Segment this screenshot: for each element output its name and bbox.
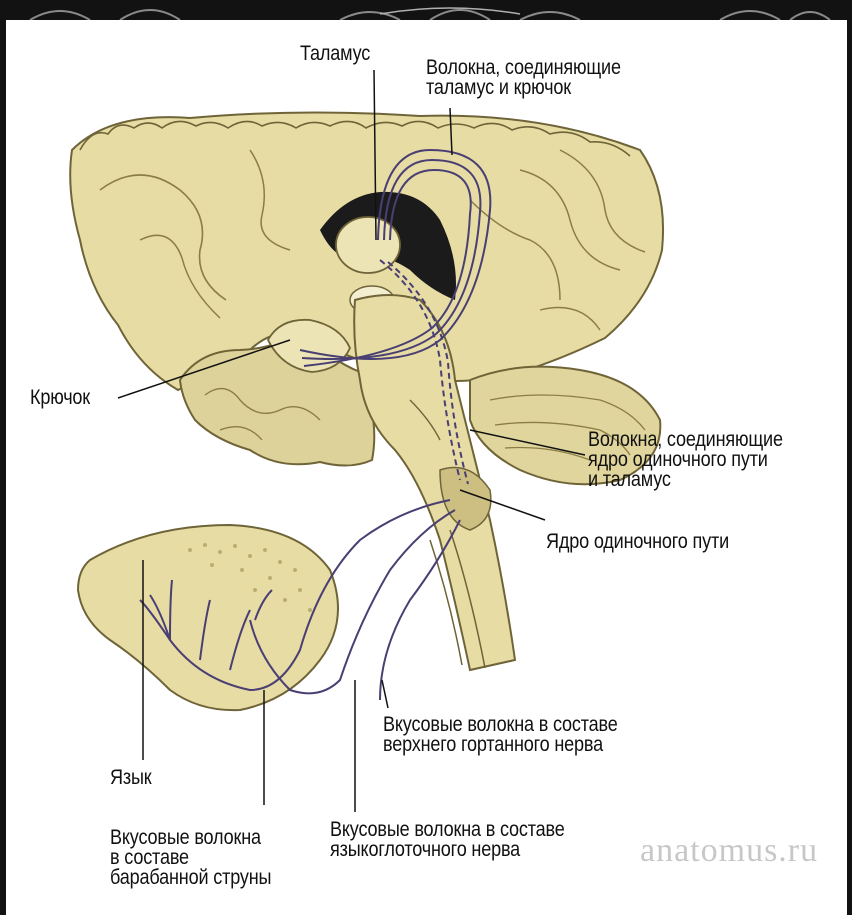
label-fibers-chorda: Вкусовые волокна в составе барабанной ст…: [110, 828, 271, 888]
label-fibers-thalamus-uncus: Волокна, соединяющие таламус и крючок: [426, 58, 621, 98]
label-tongue: Язык: [110, 768, 152, 788]
leader-laryngeal: [382, 680, 388, 708]
label-fibers-nucleus-thalamus: Волокна, соединяющие ядро одиночного пут…: [588, 430, 783, 490]
label-nucleus-solitary: Ядро одиночного пути: [546, 532, 729, 552]
label-uncus: Крючок: [30, 388, 90, 408]
watermark: anatomus.ru: [640, 834, 818, 868]
label-fibers-laryngeal: Вкусовые волокна в составе верхнего горт…: [383, 715, 618, 755]
label-thalamus: Таламус: [300, 44, 370, 64]
label-fibers-glossopharyngeal: Вкусовые волокна в составе языкоглоточно…: [330, 820, 565, 860]
tongue-shape: [78, 525, 338, 710]
